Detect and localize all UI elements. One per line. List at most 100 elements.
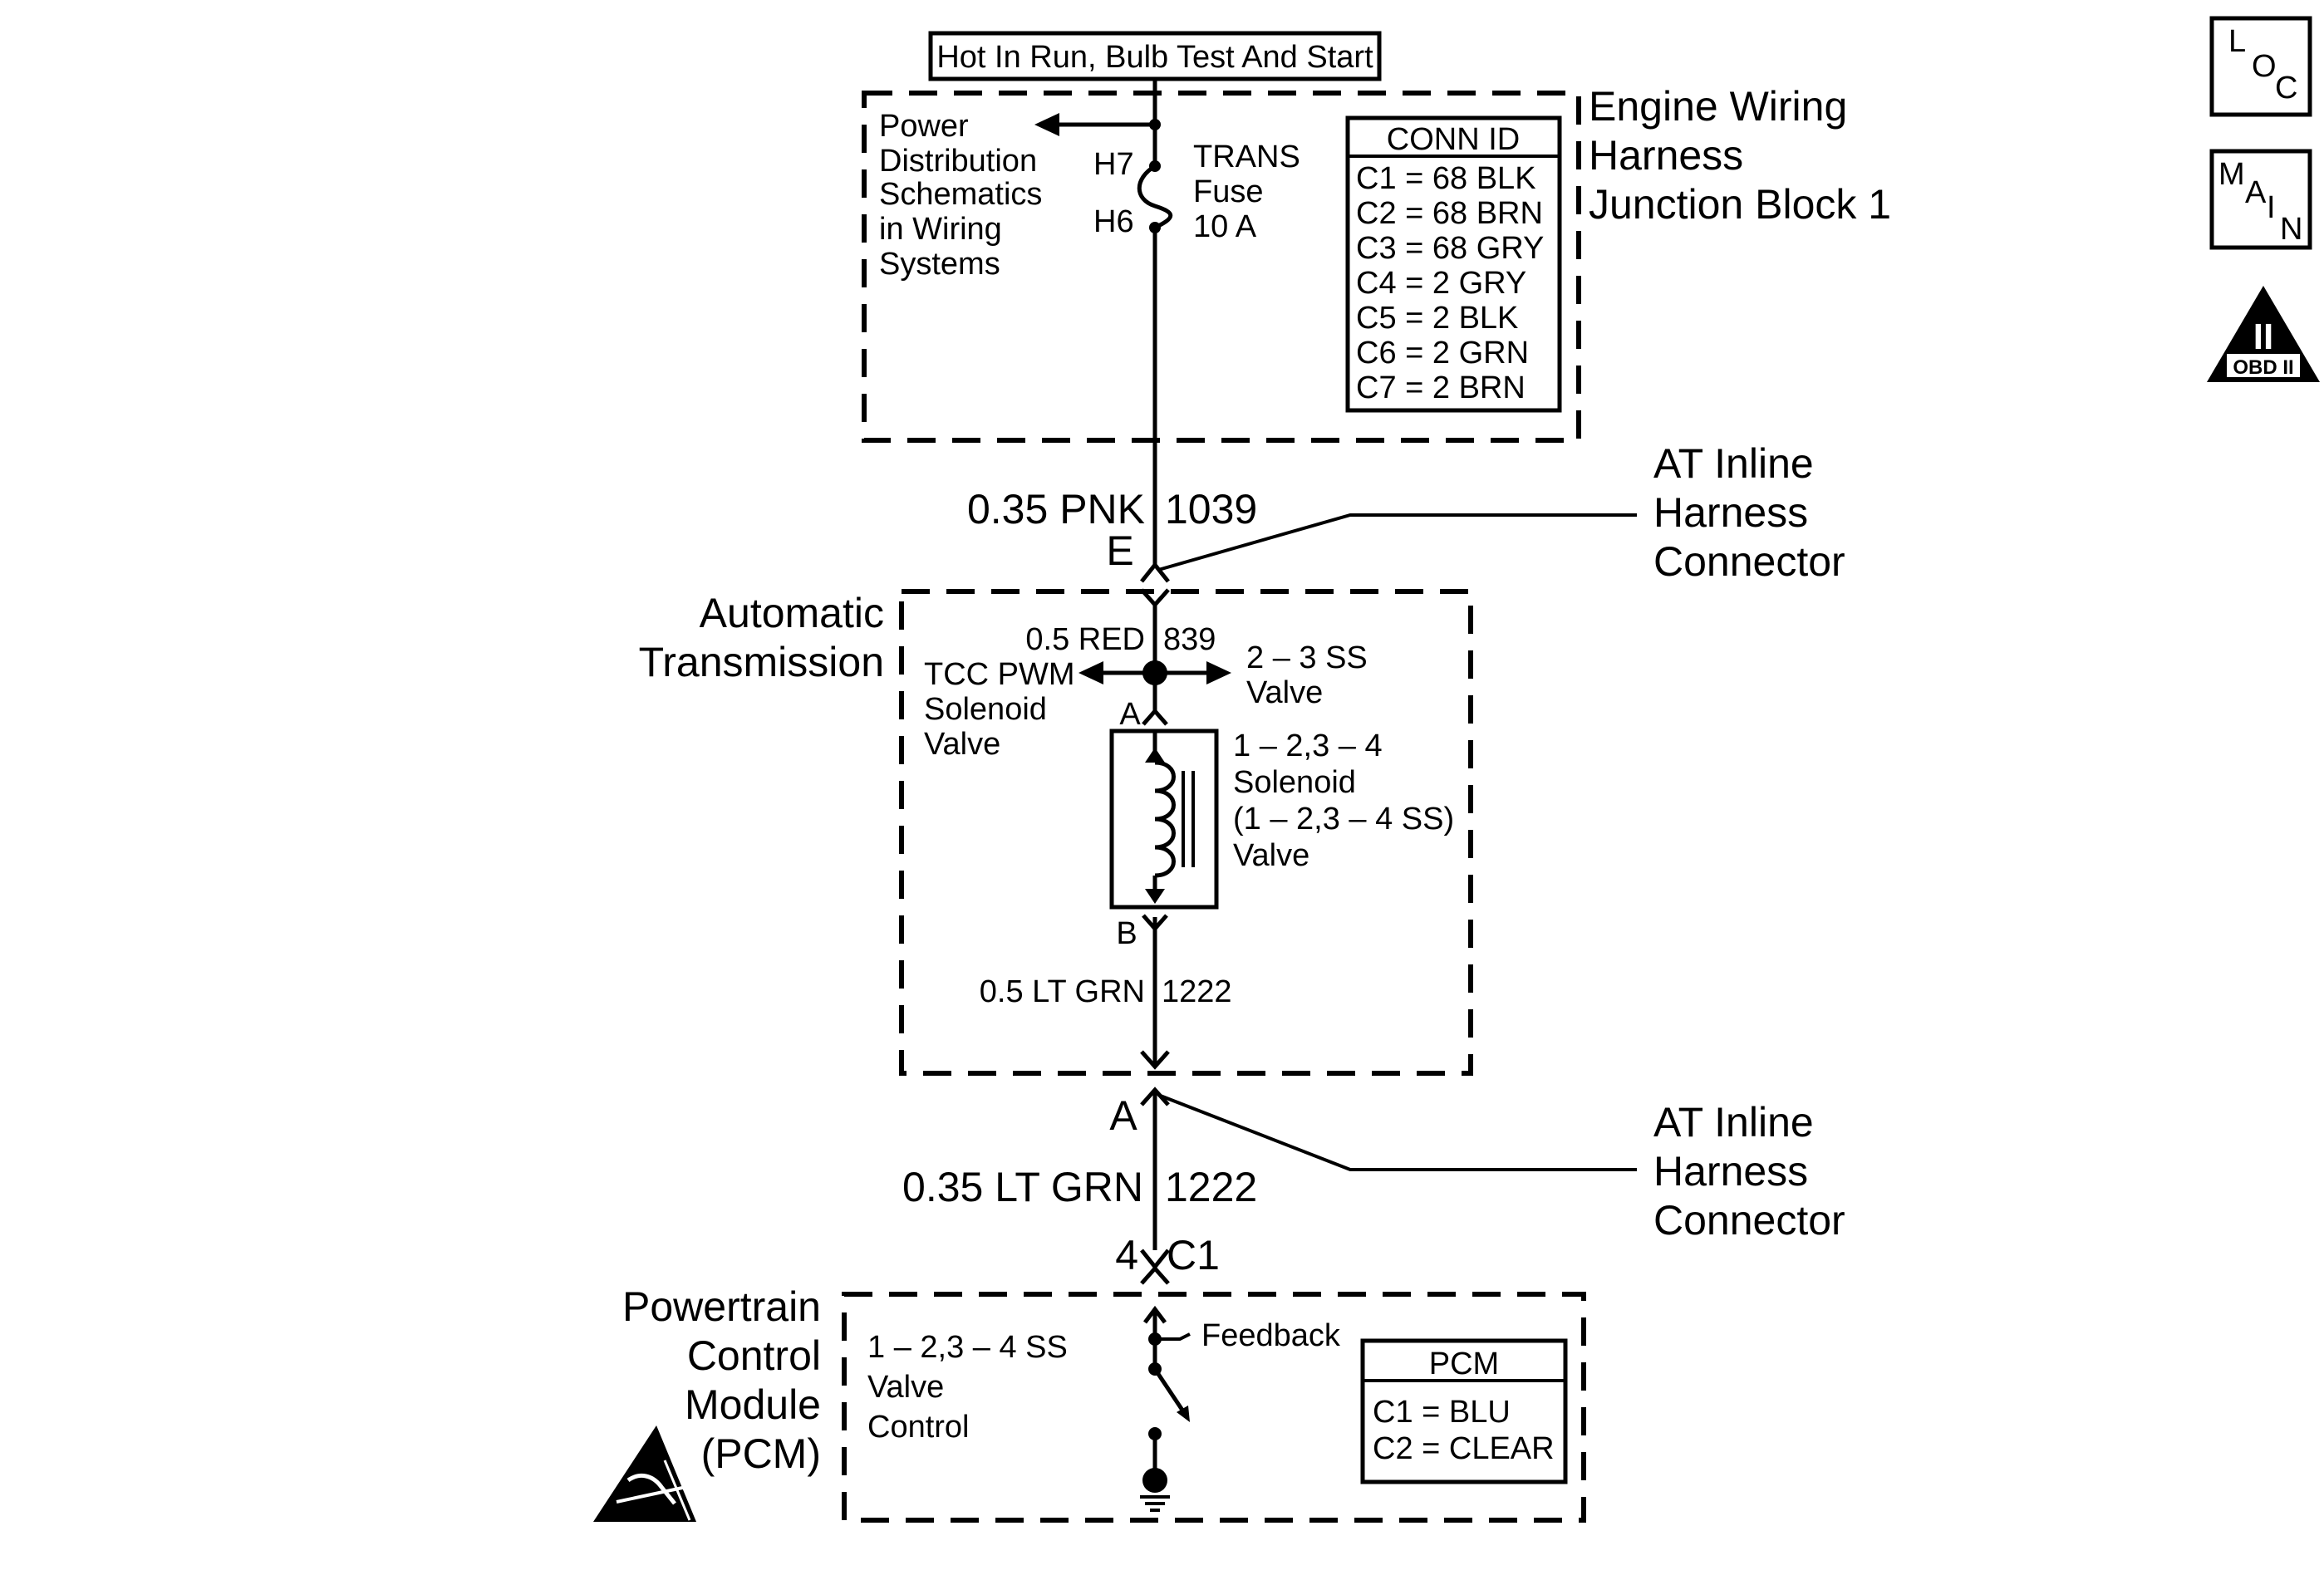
wire-top-gauge: 0.35 PNK: [967, 486, 1145, 532]
connector-top-label-line: AT Inline: [1653, 440, 1814, 487]
feedback-leader: [1155, 1332, 1191, 1341]
obd-ii-badge-icon[interactable]: II OBD II: [2207, 286, 2320, 382]
pcm-control-line: Valve: [867, 1370, 944, 1405]
main-badge-icon[interactable]: M A I N: [2209, 149, 2312, 250]
ss23-label-line: Valve: [1246, 675, 1323, 710]
wire-in-gauge: 0.5 RED: [1025, 622, 1145, 657]
transmission-boundary: [899, 589, 1473, 1076]
pcm-control-label: 1 – 2,3 – 4 SS Valve Control: [867, 1330, 1068, 1445]
wire-out-gauge: 0.5 LT GRN: [980, 974, 1145, 1009]
power-dist-line: Distribution: [879, 144, 1037, 179]
connector-top-label-line: Connector: [1653, 538, 1845, 585]
fuse-label-line: TRANS: [1193, 140, 1300, 174]
solenoid-label-line: Valve: [1233, 838, 1309, 873]
pcm-feedback-label: Feedback: [1201, 1318, 1341, 1353]
power-dist-line: Systems: [879, 247, 1000, 282]
wire-top-circuit: 1039: [1165, 486, 1257, 532]
fuse-label-line: Fuse: [1193, 174, 1263, 209]
fuse-icon: [1137, 160, 1173, 233]
junction-block-title-line: Harness: [1589, 132, 1743, 179]
main-letter: I: [2267, 190, 2276, 225]
inline-connector-top: [1140, 561, 1170, 608]
power-dist-line: Power: [879, 109, 969, 144]
connector-bottom-label-line: Harness: [1653, 1148, 1808, 1195]
connector-bottom-leader: [1157, 1093, 1637, 1171]
fuse-label: TRANS Fuse 10 A: [1193, 140, 1300, 244]
pcm-title: Powertrain Control Module (PCM): [622, 1283, 821, 1477]
wire-bottom-circuit: 1222: [1165, 1164, 1257, 1210]
conn-id-row: C2 = 68 BRN: [1356, 196, 1543, 231]
esd-warning-icon: [593, 1425, 696, 1522]
tcc-label-line: TCC PWM: [924, 657, 1075, 692]
loc-letter: C: [2275, 71, 2297, 105]
power-distribution-note: Power Distribution Schematics in Wiring …: [879, 109, 1042, 282]
connector-top-label-line: Harness: [1653, 489, 1808, 536]
conn-id-row: C5 = 2 BLK: [1356, 301, 1518, 336]
arrow-left-icon: [1034, 113, 1059, 136]
connector-bottom-label-line: Connector: [1653, 1197, 1845, 1244]
loc-letter: O: [2252, 49, 2277, 84]
conn-id-row: C6 = 2 GRN: [1356, 336, 1529, 370]
power-dist-line: in Wiring: [879, 212, 1002, 247]
conn-id-table: CONN ID C1 = 68 BLK C2 = 68 BRN C3 = 68 …: [1345, 115, 1562, 413]
tcc-label-line: Valve: [924, 727, 1000, 762]
obd-numeral: II: [2253, 316, 2273, 357]
main-letter: M: [2218, 157, 2245, 192]
pcm-pin-number: 4: [1115, 1232, 1138, 1278]
ss23-label-line: 2 – 3 SS: [1246, 640, 1368, 675]
main-letter: A: [2245, 175, 2267, 210]
conn-id-row: C4 = 2 GRY: [1356, 266, 1526, 301]
pcm-boundary: [842, 1292, 1586, 1523]
wire-bottom-gauge: 0.35 LT GRN: [902, 1164, 1143, 1210]
pcm-table-row: C1 = BLU: [1373, 1395, 1511, 1430]
pcm-title-line: Module: [685, 1381, 821, 1428]
ground-icon: [1140, 1427, 1170, 1512]
wire-in-circuit: 839: [1163, 622, 1216, 657]
switch-icon: [1148, 1362, 1190, 1422]
arrow-left-icon: [1078, 661, 1103, 684]
power-label: Hot In Run, Bulb Test And Start: [928, 31, 1382, 81]
solenoid-pin-a: A: [1119, 697, 1141, 732]
pcm-control-line: Control: [867, 1410, 970, 1445]
pcm-connector-pin: [1140, 1249, 1170, 1285]
solenoid-coil-icon: [1109, 729, 1219, 910]
transmission-title-line: Automatic: [700, 590, 884, 636]
wire-out-circuit: 1222: [1162, 974, 1232, 1009]
connector-bottom-label: AT Inline Harness Connector: [1653, 1099, 1845, 1244]
connector-top-leader: [1157, 513, 1637, 572]
connector-top-pin: E: [1106, 527, 1133, 574]
solenoid-pin-b: B: [1116, 916, 1137, 951]
connector-bottom-label-line: AT Inline: [1653, 1099, 1814, 1146]
pcm-title-line: Powertrain: [622, 1283, 821, 1330]
pcm-control-line: 1 – 2,3 – 4 SS: [867, 1330, 1068, 1365]
junction-block-boundary: [862, 91, 1581, 443]
power-dist-line: Schematics: [879, 177, 1042, 212]
pcm-pin-connector: C1: [1167, 1232, 1220, 1278]
junction-block-title: Engine Wiring Harness Junction Block 1: [1589, 83, 1891, 228]
pcm-table-row: C2 = CLEAR: [1373, 1431, 1555, 1466]
pcm-connector-table: PCM C1 = BLU C2 = CLEAR: [1360, 1338, 1568, 1484]
loc-badge-icon[interactable]: L O C: [2209, 16, 2312, 117]
connector-pin-a: [1142, 708, 1168, 726]
fuse-pin-bottom: H6: [1093, 204, 1134, 239]
transmission-title-line: Transmission: [639, 639, 884, 685]
obd-label: OBD II: [2233, 356, 2293, 379]
solenoid-label-line: (1 – 2,3 – 4 SS): [1233, 802, 1454, 837]
pcm-title-line: (PCM): [701, 1430, 821, 1477]
solenoid-label-line: Solenoid: [1233, 765, 1356, 800]
tcc-solenoid-label: TCC PWM Solenoid Valve: [924, 657, 1075, 762]
ss23-valve-label: 2 – 3 SS Valve: [1246, 640, 1368, 710]
junction-block-title-line: Engine Wiring: [1589, 83, 1847, 130]
conn-id-row: C7 = 2 BRN: [1356, 370, 1526, 405]
transmission-title: Automatic Transmission: [639, 590, 884, 685]
conn-id-row: C1 = 68 BLK: [1356, 161, 1536, 196]
solenoid-label: 1 – 2,3 – 4 Solenoid (1 – 2,3 – 4 SS) Va…: [1233, 729, 1454, 873]
connector-bottom-pin: A: [1109, 1092, 1137, 1139]
arrow-up-icon: [1143, 1305, 1167, 1324]
conn-id-header: CONN ID: [1387, 122, 1520, 157]
pcm-table-header: PCM: [1429, 1347, 1499, 1381]
power-label-text: Hot In Run, Bulb Test And Start: [936, 40, 1373, 75]
splice-dot: [1149, 119, 1161, 130]
tcc-label-line: Solenoid: [924, 692, 1047, 727]
